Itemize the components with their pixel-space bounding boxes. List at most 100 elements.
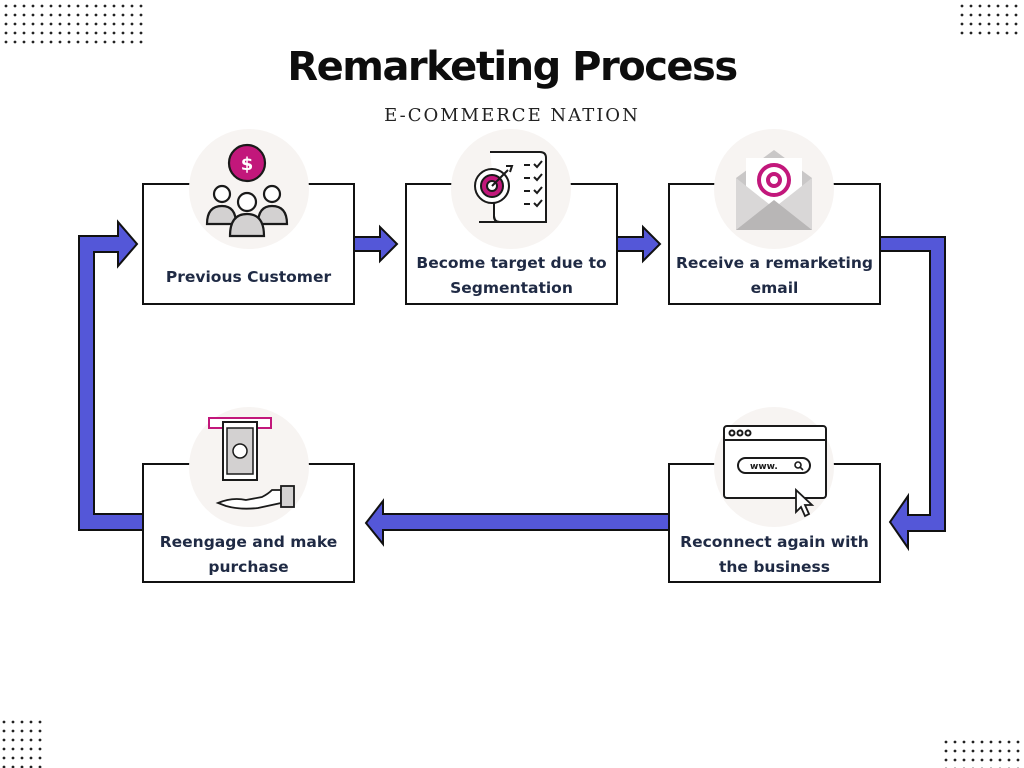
person-head-center <box>236 191 258 213</box>
decorative-dot <box>4 13 8 17</box>
decorative-dot <box>139 13 143 17</box>
receiving-hand <box>215 489 282 510</box>
person-body-center <box>228 212 266 238</box>
decorative-dot <box>11 747 15 751</box>
checklist-tick-2 <box>533 173 543 182</box>
decorative-dot <box>121 13 125 17</box>
person-body-left <box>205 204 238 226</box>
decorative-dot <box>13 22 17 26</box>
person-body-right <box>256 204 289 226</box>
decorative-dot <box>38 765 42 768</box>
decorative-dot <box>85 4 89 8</box>
step-label-line: Become target due to <box>416 254 607 272</box>
decorative-dot <box>13 31 17 35</box>
decorative-dot <box>1005 22 1009 26</box>
decorative-dot <box>20 720 24 724</box>
decorative-dot <box>29 738 33 742</box>
step-label-remarketing-email: Receive a remarketing email <box>669 251 880 301</box>
decorative-dot <box>112 4 116 8</box>
decorative-dot <box>4 4 8 8</box>
decorative-dot <box>960 4 964 8</box>
decorative-dot <box>969 13 973 17</box>
decorative-dot <box>962 740 966 744</box>
decorative-dot <box>76 31 80 35</box>
decorative-dot <box>130 40 134 44</box>
decorative-dot <box>40 22 44 26</box>
decorative-dot <box>38 738 42 742</box>
decorative-dot <box>130 31 134 35</box>
decorative-dot <box>20 765 24 768</box>
decorative-dot <box>67 13 71 17</box>
decorative-dot <box>11 729 15 733</box>
decorative-dot <box>980 749 984 753</box>
decorative-dot <box>49 31 53 35</box>
decorative-dot <box>2 765 6 768</box>
decorative-dot <box>969 31 973 35</box>
decorative-dot <box>4 31 8 35</box>
decorative-dot <box>953 758 957 762</box>
decorative-dot <box>40 31 44 35</box>
decorative-dot <box>94 31 98 35</box>
step-label-line: Previous Customer <box>165 268 332 286</box>
decorative-dot <box>29 756 33 760</box>
decorative-dot <box>978 22 982 26</box>
decorative-dot <box>13 4 17 8</box>
arrow-segmentation-to-email <box>616 224 662 264</box>
decorative-dot <box>1014 4 1018 8</box>
decorative-dot <box>996 22 1000 26</box>
decorative-dot <box>1005 4 1009 8</box>
browser-dot-1 <box>728 429 736 437</box>
decorative-dot <box>130 4 134 8</box>
decorative-dot <box>4 22 8 26</box>
dollar-coin <box>227 143 267 183</box>
step-label-line: email <box>750 279 799 297</box>
decorative-dot <box>49 40 53 44</box>
decorative-dot <box>980 740 984 744</box>
checklist-tick-1 <box>533 160 543 169</box>
decorative-dot <box>996 13 1000 17</box>
step-label-reengage: Reengage and make purchase <box>143 530 354 580</box>
decorative-dot <box>94 4 98 8</box>
decorative-dot <box>1014 13 1018 17</box>
decorative-dot <box>29 729 33 733</box>
decorative-dot <box>998 740 1002 744</box>
browser-dot-2 <box>736 429 744 437</box>
decorative-dot <box>20 738 24 742</box>
decorative-dot <box>130 22 134 26</box>
decorative-dot <box>85 13 89 17</box>
decorative-dot <box>31 31 35 35</box>
decorative-dot <box>58 31 62 35</box>
decorative-dot <box>978 13 982 17</box>
step-label-line: purchase <box>208 558 289 576</box>
decorative-dot <box>2 720 6 724</box>
decorative-dot <box>85 22 89 26</box>
browser-window-icon: www. <box>723 425 827 518</box>
decorative-dot <box>38 729 42 733</box>
decorative-dot <box>103 13 107 17</box>
envelope-flap-lower <box>736 200 812 230</box>
url-search-icon <box>794 461 802 469</box>
decorative-dot <box>953 740 957 744</box>
decorative-dot <box>139 4 143 8</box>
decorative-dot <box>971 749 975 753</box>
decorative-dot <box>22 13 26 17</box>
decorative-dot <box>31 22 35 26</box>
decorative-dot <box>22 31 26 35</box>
decorative-dot <box>1014 31 1018 35</box>
paper-curl <box>479 215 501 223</box>
decorative-dot <box>971 740 975 744</box>
decorative-dot <box>85 31 89 35</box>
step-label-line: Segmentation <box>450 279 573 297</box>
decorative-dot <box>987 31 991 35</box>
decorative-dot <box>139 22 143 26</box>
decorative-dot <box>2 738 6 742</box>
decorative-dot <box>112 31 116 35</box>
cursor-arrow-icon <box>795 487 815 518</box>
decorative-dot <box>112 22 116 26</box>
decorative-dot <box>996 4 1000 8</box>
decorative-dot <box>4 40 8 44</box>
decorative-dot <box>989 749 993 753</box>
decorative-dot <box>76 22 80 26</box>
decorative-dot <box>67 40 71 44</box>
step-label-previous-customer: Previous Customer <box>143 265 354 290</box>
